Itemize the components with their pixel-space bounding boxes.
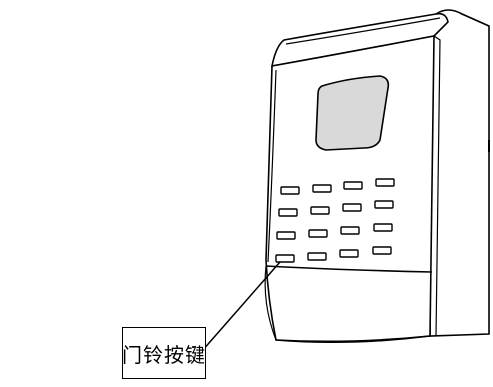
keypad-key[interactable]	[374, 200, 394, 209]
keypad-key[interactable]	[339, 249, 359, 258]
keypad-key[interactable]	[375, 178, 395, 187]
doorbell-key[interactable]	[275, 254, 295, 263]
callout-box: 门铃按键	[122, 327, 206, 379]
keypad-key[interactable]	[276, 231, 296, 240]
device-bottom-band-curve	[264, 265, 277, 341]
device-front-left-curve	[267, 69, 277, 263]
keypad-key[interactable]	[280, 186, 300, 195]
keypad-key[interactable]	[372, 246, 392, 255]
device-side-edge-line	[461, 13, 490, 27]
device-top-cap-ridge	[285, 17, 441, 45]
device-bottom-band-line	[265, 265, 433, 273]
keypad-key[interactable]	[342, 203, 362, 212]
callout-leader-line	[201, 261, 281, 352]
callout-label: 门铃按键	[122, 342, 206, 367]
keypad-key[interactable]	[310, 206, 330, 215]
device-top-cap	[270, 12, 449, 67]
keypad-key[interactable]	[278, 208, 298, 217]
keypad-key[interactable]	[343, 181, 363, 190]
device-display-screen	[315, 75, 390, 151]
keypad-key[interactable]	[312, 184, 332, 193]
device-side-panel	[429, 9, 490, 337]
keypad-key[interactable]	[307, 252, 327, 261]
keypad-key[interactable]	[308, 229, 328, 238]
keypad-key[interactable]	[373, 223, 393, 232]
device-front-right-edge	[433, 35, 441, 337]
device-bottom-edge	[275, 335, 431, 344]
keypad-key[interactable]	[340, 226, 360, 235]
keypad	[275, 178, 395, 263]
